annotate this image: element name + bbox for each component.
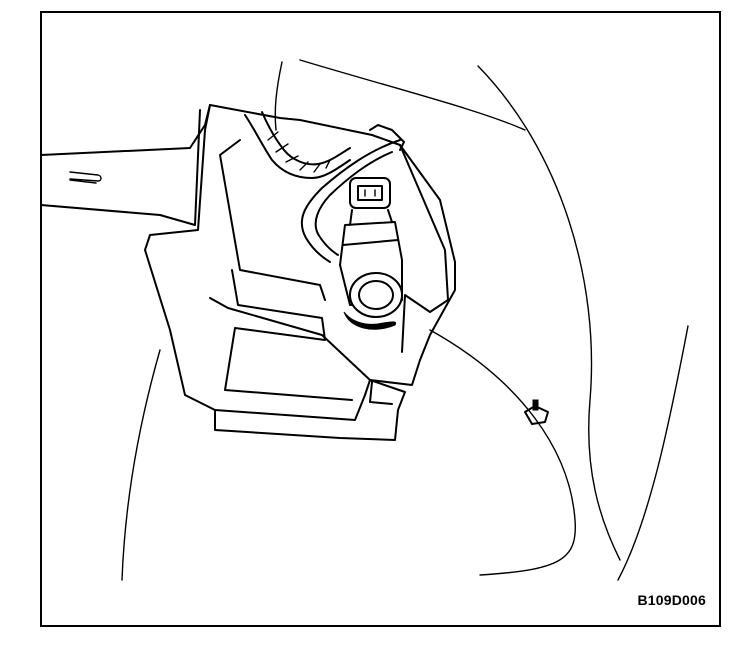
bracket-slot-lower (69, 179, 97, 184)
housing-step (224, 269, 353, 401)
wiring-harness (244, 114, 351, 179)
harness-ribs (267, 131, 331, 173)
clip-fitting-tab (532, 399, 539, 411)
panel-edge-left (274, 61, 283, 131)
wheelhouse-arc-outer (477, 65, 621, 561)
bracket-slot (69, 171, 102, 182)
wheelhouse-edge-upper (299, 59, 526, 131)
wheelhouse-arc-right (617, 325, 689, 581)
vacuum-hose-inner (314, 151, 393, 256)
wheelhouse-arc-lower (429, 329, 576, 576)
vacuum-hose (300, 139, 401, 263)
connector-pins (364, 189, 376, 197)
housing-lower-tab (369, 381, 393, 405)
valve-cap (349, 272, 403, 318)
housing-left-side (144, 104, 216, 411)
housing-right-face (399, 144, 449, 353)
figure-code-label: B109D006 (637, 592, 706, 608)
valve-shadow (343, 311, 397, 330)
connector-latch (357, 185, 383, 201)
actuator-neck (349, 209, 393, 226)
diagram-frame (40, 11, 721, 627)
housing-bottom (214, 379, 406, 441)
lower-left-curve (121, 349, 161, 581)
hose-clip (369, 124, 405, 151)
housing-top-inner (219, 139, 326, 301)
actuator-band (342, 239, 399, 246)
valve-cap-inner (358, 280, 394, 310)
connector-body (349, 177, 391, 209)
wiring-harness-inner (261, 111, 351, 166)
bracket-arm (40, 104, 211, 226)
housing-front-face (209, 104, 456, 386)
